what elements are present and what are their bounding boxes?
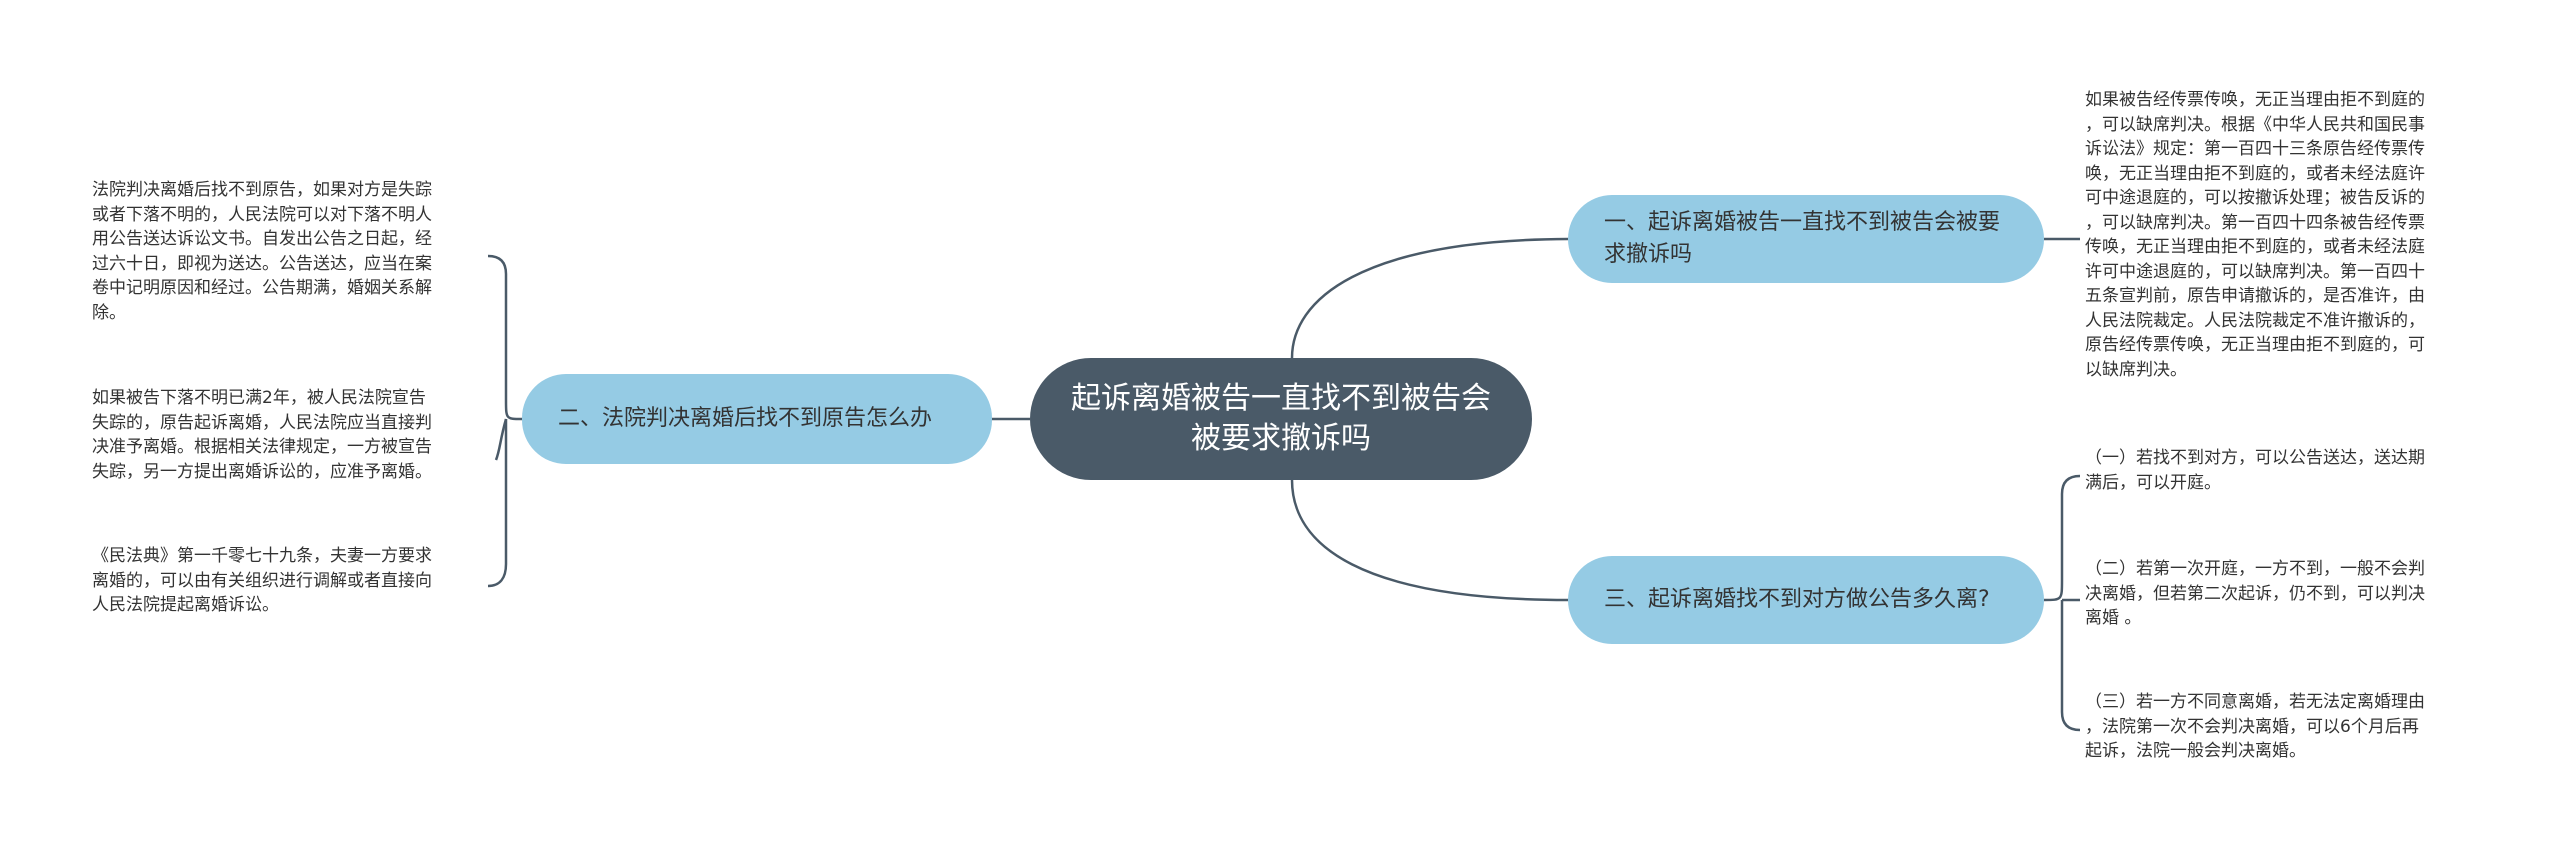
leaf-note-3-1: （一）若找不到对方，可以公告送达，送达期 满后，可以开庭。 — [2085, 448, 2425, 493]
branch-topic-3-label: 三、起诉离婚找不到对方做公告多久离? — [1604, 587, 1990, 612]
branch-topic-2-label: 二、法院判决离婚后找不到原告怎么办 — [558, 406, 933, 431]
leaf-note-2-3: 《民法典》第一千零七十九条，夫妻一方要求 离婚的，可以由有关组织进行调解或者直接… — [92, 546, 432, 615]
leaf-note-3-3: （三）若一方不同意离婚，若无法定离婚理由 ，法院第一次不会判决离婚，可以6个月后… — [2085, 692, 2425, 761]
branch-topic-3: 三、起诉离婚找不到对方做公告多久离? — [1568, 556, 2044, 644]
connector-central-branch-3 — [1290, 479, 1569, 602]
branch-topic-2: 二、法院判决离婚后找不到原告怎么办 — [522, 374, 992, 464]
leaf-note-2-1: 法院判决离婚后找不到原告，如果对方是失踪 或者下落不明的，人民法院可以对下落不明… — [92, 180, 432, 323]
central-topic-label: 起诉离婚被告一直找不到被告会被要求撤诉吗 — [1071, 381, 1491, 456]
connector-branch-2-leaf-2 — [494, 418, 508, 461]
central-topic: 起诉离婚被告一直找不到被告会被要求撤诉吗 — [1030, 358, 1532, 480]
branch-topic-1-label: 一、起诉离婚被告一直找不到被告会被要求撤诉吗 — [1604, 210, 2001, 267]
connector-branch-2-bracket — [487, 254, 523, 421]
leaf-note-2-2: 如果被告下落不明已满2年，被人民法院宣告 失踪的，原告起诉离婚，人民法院应当直接… — [92, 388, 432, 482]
leaf-note-3-2: （二）若第一次开庭，一方不到，一般不会判 决离婚，但若第二次起诉，仍不到，可以判… — [2085, 559, 2425, 628]
leaf-note-1-1: 如果被告经传票传唤，无正当理由拒不到庭的 ，可以缺席判决。根据《中华人民共和国民… — [2085, 90, 2425, 380]
branch-topic-1: 一、起诉离婚被告一直找不到被告会被要求撤诉吗 — [1568, 195, 2044, 283]
connector-central-branch-1 — [1290, 237, 1569, 359]
connector-branch-3-bracket — [2043, 474, 2081, 602]
connector-branch-3-leaf-3 — [2060, 600, 2081, 732]
connector-branch-2-leaf-3 — [487, 419, 508, 588]
